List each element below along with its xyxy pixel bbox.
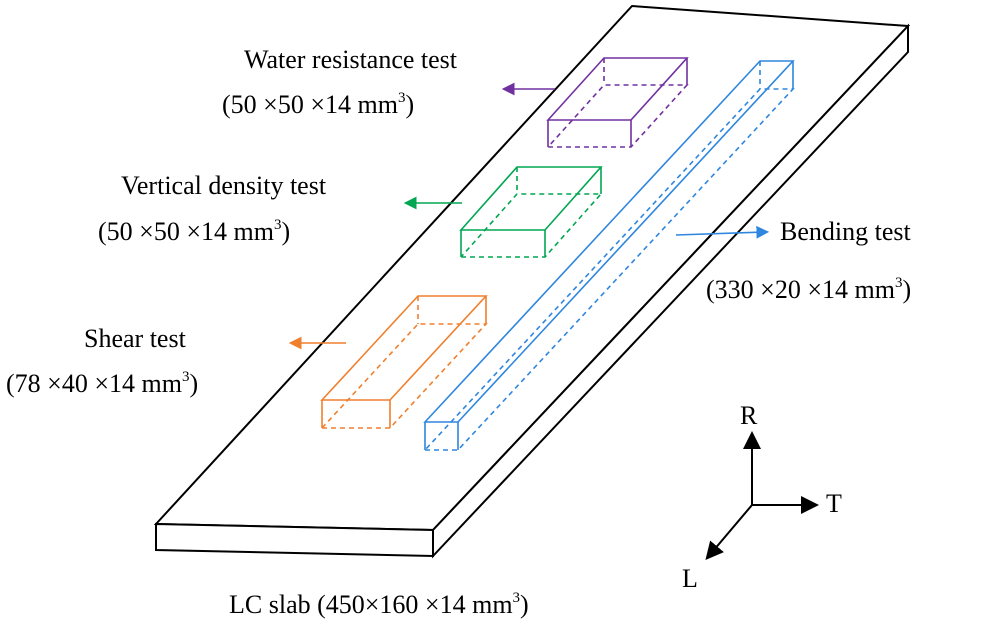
lc-slab [153, 4, 911, 559]
bending-specimen [423, 60, 795, 451]
water-resistance-specimen [546, 57, 689, 148]
shear-specimen [320, 295, 488, 429]
vertical-density-specimen [459, 166, 603, 258]
bending-title: Bending test [780, 217, 911, 246]
axis-t-label: T [826, 489, 842, 518]
slab-side-face [432, 23, 909, 559]
water-resistance-dims: (50 ×50 ×14 mm3) [222, 90, 415, 119]
shear-title: Shear test [84, 324, 186, 353]
vertical-density-dims: (50 ×50 ×14 mm3) [98, 217, 291, 246]
vertical-density-title: Vertical density test [121, 171, 327, 200]
slab-label: LC slab (450×160 ×14 mm3) [229, 590, 529, 619]
axis-l-label: L [682, 564, 698, 593]
bending-arrow [675, 225, 770, 239]
axis-r-label: R [740, 401, 758, 430]
slab-front-face [155, 522, 434, 558]
axis-l-arrow [705, 504, 753, 561]
shear-dims: (78 ×40 ×14 mm3) [6, 369, 199, 398]
bending-dims: (330 ×20 ×14 mm3) [706, 275, 912, 304]
axis-triad [705, 431, 819, 561]
water-resistance-title: Water resistance test [244, 45, 458, 74]
